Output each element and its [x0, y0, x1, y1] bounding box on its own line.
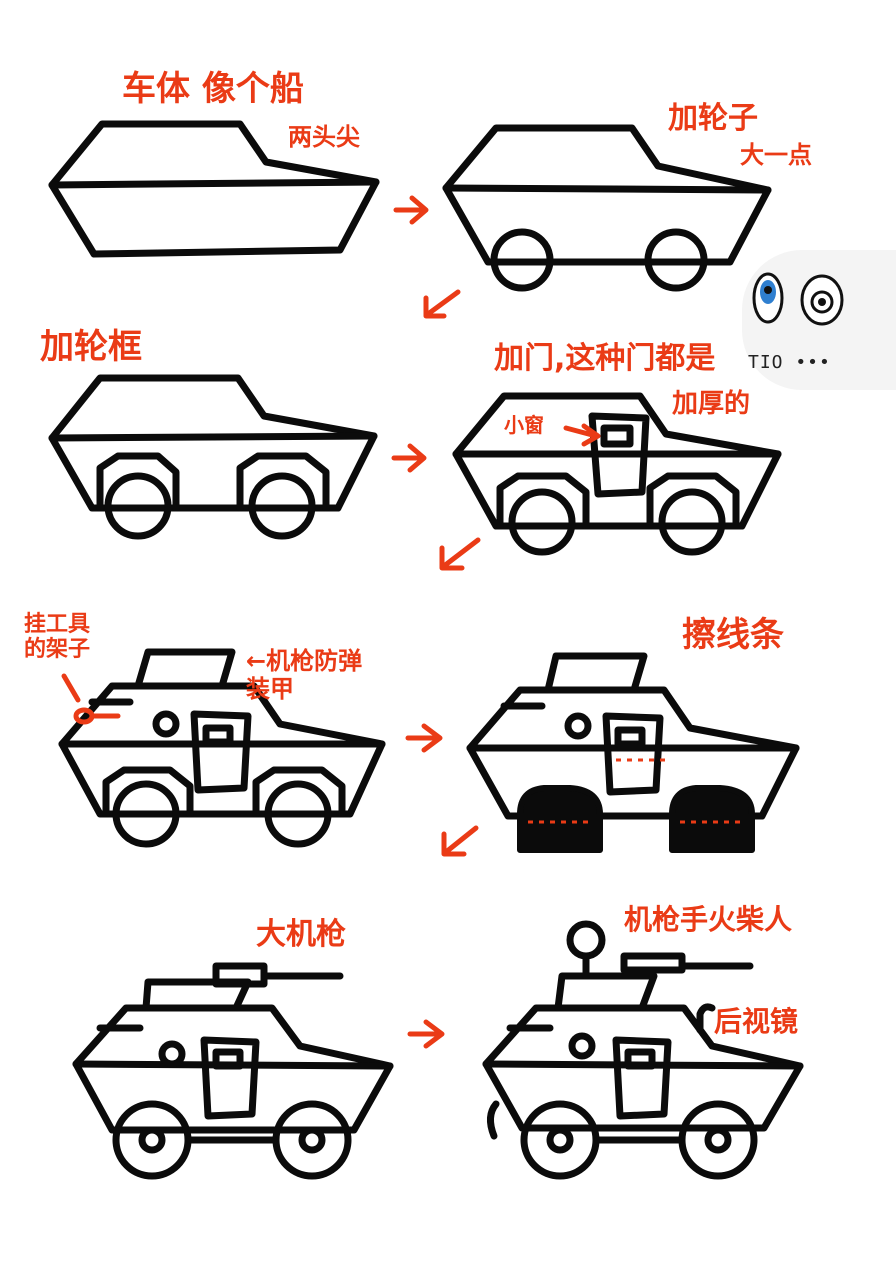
mirror-label: 后视镜 — [714, 1005, 799, 1038]
arrow-right-icon — [407, 1019, 445, 1049]
step-1-title: 车体 像个船 — [122, 69, 304, 109]
step-4-title: 加门,这种门都是 — [494, 341, 716, 376]
step-2-title: 加轮子 — [668, 101, 758, 136]
tool-rack-pointer — [61, 673, 121, 725]
arrow-right-icon — [391, 443, 427, 473]
step-3-title: 加轮框 — [40, 327, 142, 367]
cartoon-eyes-icon — [752, 272, 844, 326]
step-5-armor-drawing — [58, 648, 386, 848]
step-7-title: 大机枪 — [256, 917, 346, 952]
arrow-down-left-icon — [423, 289, 461, 319]
arrow-right-icon — [405, 723, 443, 753]
step-4-subnote: 加厚的 — [672, 389, 751, 419]
step-4-door-drawing — [452, 392, 782, 556]
step-6-cleaned-drawing — [466, 652, 800, 853]
gun-armor-label: ←机枪防弹 装甲 — [246, 647, 363, 703]
step-2-wheels-drawing — [446, 128, 768, 292]
step-8-gunner-drawing — [482, 920, 804, 1180]
step-2-subnote: 大一点 — [740, 141, 812, 169]
small-window-label: 小窗 — [504, 413, 544, 437]
sticker-text: TIO ••• — [748, 352, 831, 373]
arrow-down-left-icon — [441, 825, 479, 857]
step-6-title: 擦线条 — [682, 615, 784, 655]
tool-rack-label: 挂工具 的架子 — [24, 612, 91, 663]
step-1-subnote: 两头尖 — [288, 123, 360, 151]
step-7-machine-gun-drawing — [72, 962, 394, 1180]
step-3-wheel-arches-drawing — [48, 374, 378, 540]
small-window-pointer-arrow — [563, 423, 601, 447]
arrow-down-left-icon — [439, 537, 481, 571]
step-8-title: 机枪手火柴人 — [624, 903, 793, 936]
arrow-right-icon — [393, 195, 429, 225]
